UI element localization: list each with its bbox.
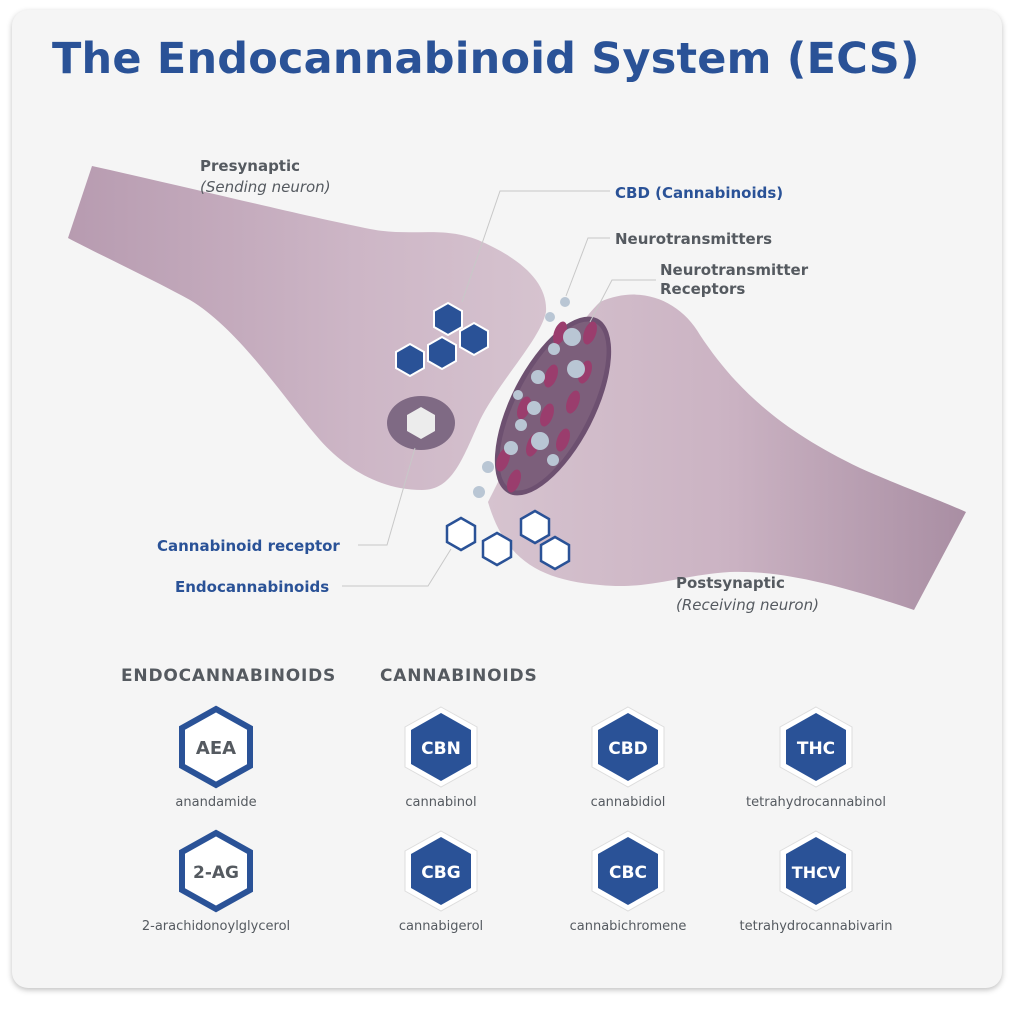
- legend-name: cannabichromene: [569, 919, 687, 934]
- legend-name: cannabinol: [405, 795, 477, 810]
- legend-item-cbn: CBN cannabinol: [351, 705, 531, 810]
- legend-item-thcv: THCV tetrahydrocannabivarin: [726, 829, 906, 934]
- legend-name: tetrahydrocannabinol: [746, 795, 886, 810]
- postsynaptic-label: Postsynaptic: [676, 574, 785, 592]
- presynaptic-label: Presynaptic: [200, 157, 301, 175]
- endocannabinoids-heading: ENDOCANNABINOIDS: [121, 666, 337, 686]
- legend-name: tetrahydrocannabivarin: [739, 919, 893, 934]
- legend-item-2ag: 2-AG 2-arachidonoylglycerol: [126, 829, 306, 934]
- legend-item-cbc: CBC cannabichromene: [538, 829, 718, 934]
- cbd-hexagons: [395, 301, 489, 378]
- hex-abbr: AEA: [196, 738, 236, 759]
- hex-abbr: CBD: [608, 739, 648, 759]
- receptor-hex-icon: [407, 407, 435, 439]
- hex-abbr: THC: [797, 739, 835, 759]
- neurotransmitters-label: Neurotransmitters: [615, 230, 773, 248]
- endocannabinoids-label: Endocannabinoids: [175, 578, 330, 596]
- legend-name: 2-arachidonoylglycerol: [141, 919, 291, 934]
- cbd-cannabinoids-label: CBD (Cannabinoids): [615, 184, 784, 202]
- hexagon-outline-icon: 2-AG: [179, 829, 253, 913]
- neurotransmitter-receptors-label-line1: Neurotransmitter: [660, 261, 809, 279]
- hexagon-filled-icon: CBN: [404, 706, 478, 788]
- hexagon-filled-icon: CBC: [591, 830, 665, 912]
- leader-lines: [342, 190, 656, 587]
- legend-name: cannabidiol: [590, 795, 666, 810]
- legend-item-cbg: CBG cannabigerol: [351, 829, 531, 934]
- hexagon-filled-icon: CBD: [591, 706, 665, 788]
- legend-name: anandamide: [175, 795, 257, 810]
- hexagon-filled-icon: THCV: [779, 830, 853, 912]
- presynaptic-sublabel: (Sending neuron): [200, 178, 331, 196]
- page-title: The Endocannabinoid System (ECS): [52, 34, 920, 84]
- hex-abbr: CBC: [609, 863, 647, 883]
- legend-item-thc: THC tetrahydrocannabinol: [726, 705, 906, 810]
- legend-name: cannabigerol: [398, 919, 484, 934]
- hex-abbr: 2-AG: [193, 863, 239, 883]
- cannabinoid-receptor-label: Cannabinoid receptor: [157, 537, 340, 555]
- endocannabinoid-hexagons: [445, 509, 571, 571]
- hexagon-outline-icon: AEA: [179, 705, 253, 789]
- neurotransmitter-receptors-label-line2: Receptors: [660, 280, 746, 298]
- hex-abbr: CBG: [421, 863, 460, 883]
- postsynaptic-sublabel: (Receiving neuron): [676, 596, 819, 614]
- hexagon-filled-icon: CBG: [404, 830, 478, 912]
- neurotransmitter-dots: [473, 297, 585, 498]
- hex-abbr: CBN: [421, 739, 461, 759]
- legend-item-aea: AEA anandamide: [126, 705, 306, 810]
- hex-abbr: THCV: [792, 863, 841, 882]
- legend-item-cbd: CBD cannabidiol: [538, 705, 718, 810]
- cannabinoids-heading: CANNABINOIDS: [380, 666, 538, 686]
- hexagon-filled-icon: THC: [779, 706, 853, 788]
